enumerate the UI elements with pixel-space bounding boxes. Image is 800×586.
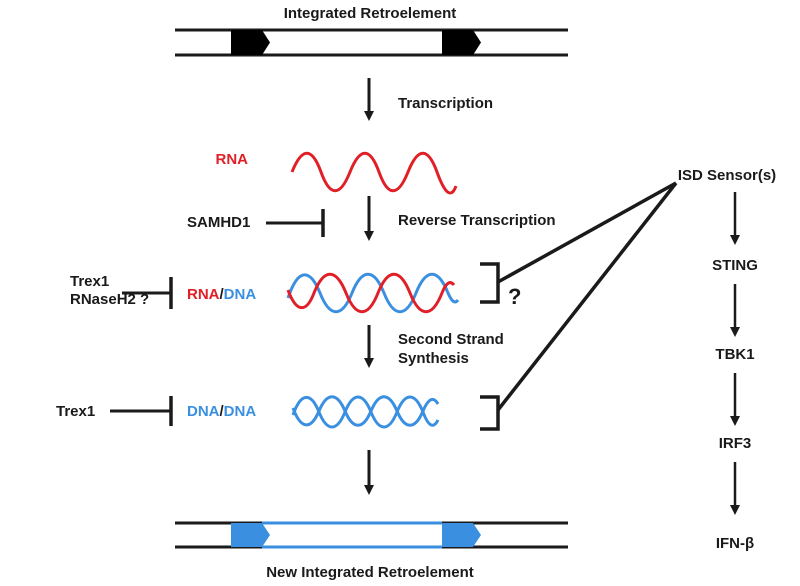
label-second-strand-line2: Synthesis: [398, 350, 469, 367]
label-hybrid: RNA/DNA: [187, 286, 256, 303]
sensor-line-hybrid: [497, 181, 677, 284]
bottom-title: New Integrated Retroelement: [266, 564, 474, 581]
sensor-line-dsdna: [496, 181, 678, 412]
pathway-sting: STING: [712, 257, 758, 274]
label-second-strand-line1: Second Strand: [398, 331, 504, 348]
label-reverse-transcription: Reverse Transcription: [398, 212, 556, 229]
integrated-retroelement: [175, 28, 568, 57]
hybrid-rna-strand: [286, 272, 456, 314]
question-mark: ?: [508, 284, 521, 309]
label-dsdna: DNA/DNA: [187, 403, 256, 420]
label-rnaseh2: RNaseH2 ?: [70, 291, 149, 308]
new-ltr-right: [442, 523, 481, 547]
hybrid-dna-strand: [286, 272, 460, 314]
hybrid-bracket: [480, 262, 500, 304]
label-trex1-dsdna: Trex1: [56, 403, 95, 420]
pathway-tbk1: TBK1: [715, 346, 754, 363]
ltr-left: [231, 30, 270, 55]
new-ltr-left: [231, 523, 270, 547]
new-integrated-retroelement: [175, 521, 568, 549]
top-title: Integrated Retroelement: [284, 5, 457, 22]
dsdna-strand-b: [291, 395, 440, 427]
pathway-ifn-beta: IFN-β: [716, 535, 754, 552]
dsdna-bracket: [480, 395, 500, 431]
rna-wave: [290, 151, 458, 195]
label-rna: RNA: [216, 151, 249, 168]
label-trex1-hybrid: Trex1: [70, 273, 109, 290]
ltr-right: [442, 30, 481, 55]
pathway-isd-sensor: ISD Sensor(s): [678, 167, 776, 184]
pathway-irf3: IRF3: [719, 435, 752, 452]
label-transcription: Transcription: [398, 95, 493, 112]
label-samhd1: SAMHD1: [187, 214, 250, 231]
